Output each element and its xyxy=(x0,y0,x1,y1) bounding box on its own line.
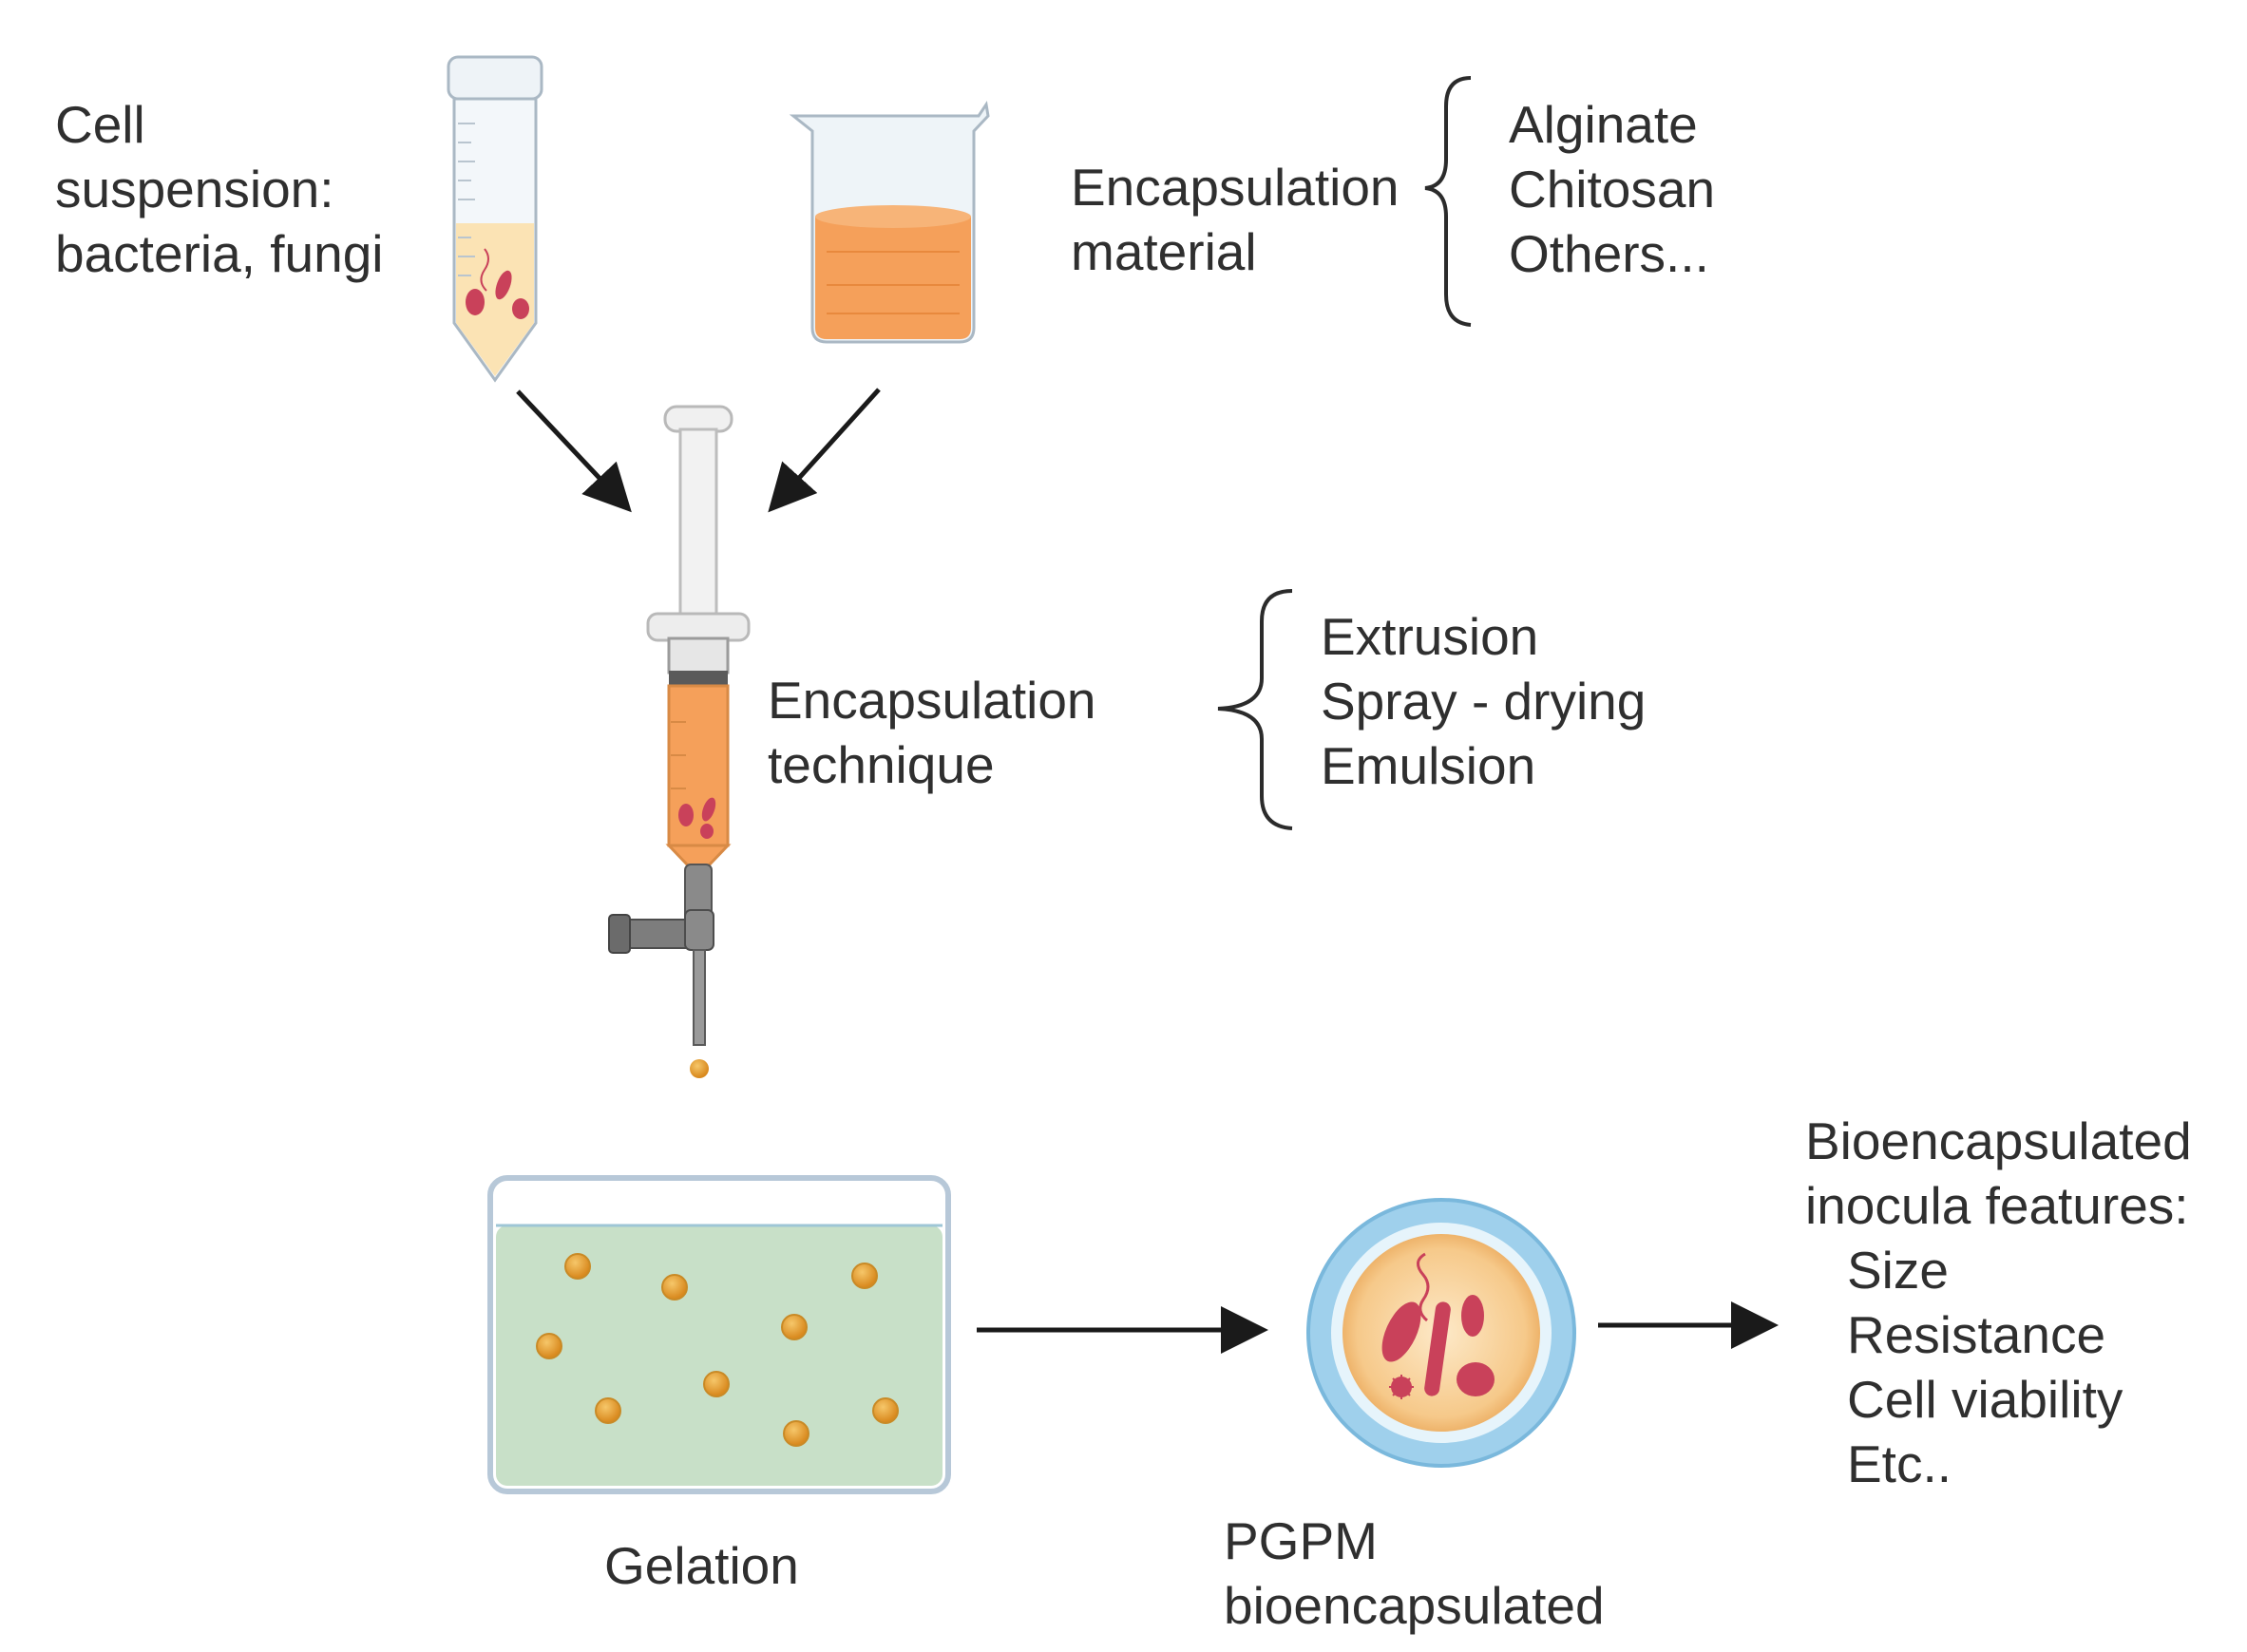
capsule-icon xyxy=(1306,1198,1576,1468)
gel-bead xyxy=(536,1333,562,1359)
pgpm-label: PGPM bioencapsulated xyxy=(1224,1511,1605,1635)
gel-bead xyxy=(783,1420,809,1447)
feature-item: Resistance xyxy=(1847,1305,2106,1364)
encapsulation-material-label: Encapsulation material xyxy=(1071,158,1400,281)
falcon-tube-icon xyxy=(447,55,543,383)
gel-bead xyxy=(703,1371,730,1397)
encapsulation-technique-label: Encapsulation technique xyxy=(768,671,1096,794)
material-options-brace xyxy=(1424,76,1472,327)
material-option: Alginate xyxy=(1509,95,1698,154)
feature-item: Cell viability xyxy=(1847,1370,2123,1429)
gelation-label: Gelation xyxy=(604,1536,799,1595)
cell-suspension-label: Cell suspension: bacteria, fungi xyxy=(55,95,384,283)
beaker-icon xyxy=(789,101,990,344)
droplet-bead xyxy=(690,1059,709,1078)
syringe-icon xyxy=(608,405,751,1078)
gel-bead xyxy=(564,1253,591,1280)
gel-bead xyxy=(851,1263,878,1289)
arrow-cells-to-syringe xyxy=(516,389,632,513)
gelation-bath-icon xyxy=(487,1175,951,1494)
gel-bead xyxy=(872,1397,899,1424)
technique-option: Extrusion xyxy=(1321,607,1539,666)
material-option: Others... xyxy=(1509,224,1709,283)
gel-bead xyxy=(661,1274,688,1301)
technique-options-list: Extrusion Spray - drying Emulsion xyxy=(1321,604,1646,798)
feature-item: Etc.. xyxy=(1847,1434,1952,1493)
technique-option: Spray - drying xyxy=(1321,672,1647,731)
technique-options-brace xyxy=(1217,589,1293,830)
material-options-list: Alginate Chitosan Others... xyxy=(1509,92,1715,286)
gel-bead xyxy=(781,1314,808,1340)
arrow-material-to-syringe xyxy=(768,388,881,513)
feature-item: Size xyxy=(1847,1241,1949,1300)
features-title: Bioencapsulated inocula features: xyxy=(1805,1111,2192,1235)
gel-bead xyxy=(595,1397,621,1424)
material-option: Chitosan xyxy=(1509,160,1716,218)
features-list: Size Resistance Cell viability Etc.. xyxy=(1847,1238,2123,1496)
technique-option: Emulsion xyxy=(1321,736,1536,795)
